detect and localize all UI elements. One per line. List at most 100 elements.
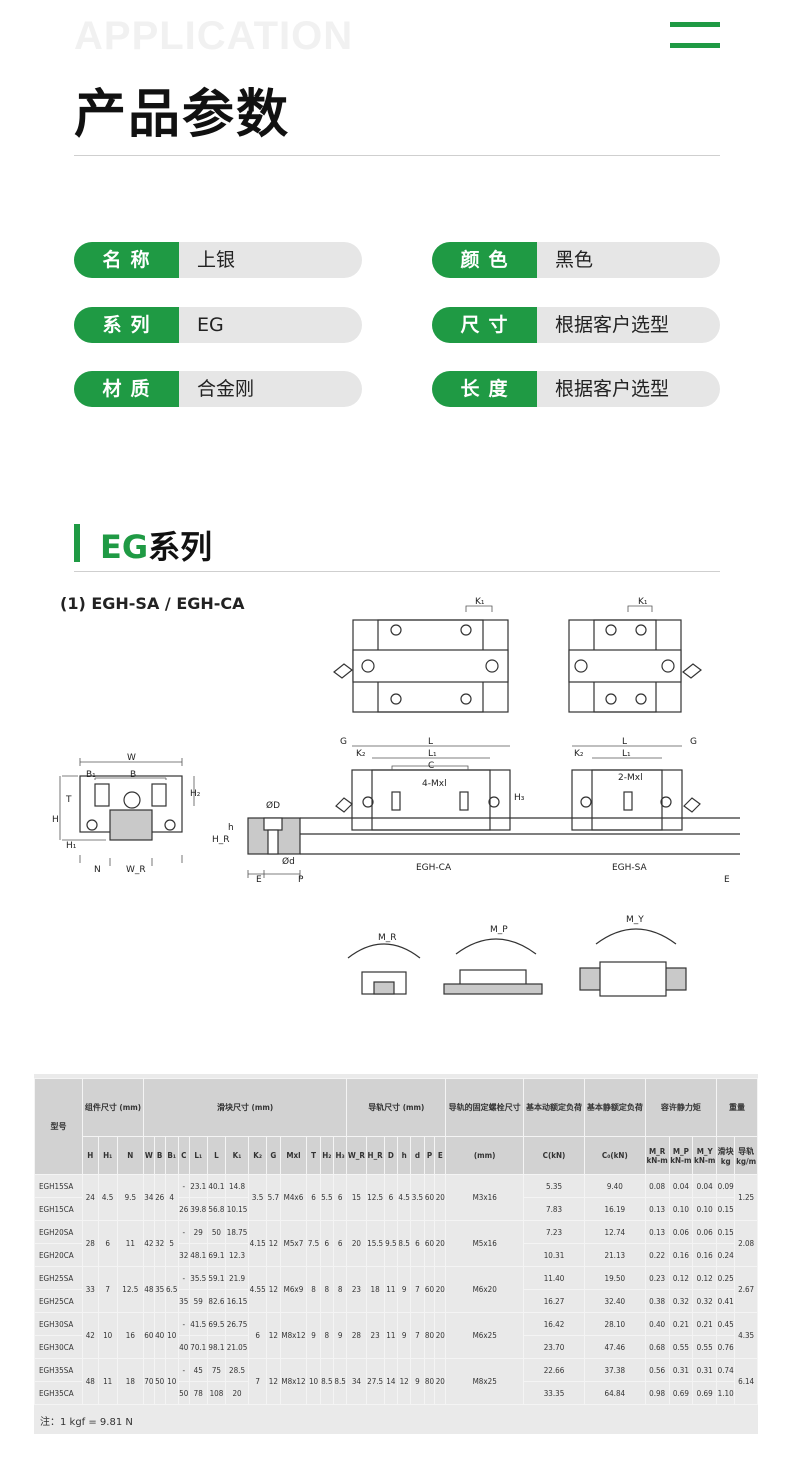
end-view: W B B₁ T H H₁ H₂ N W_R	[52, 753, 201, 875]
table-cell: 6	[332, 1174, 348, 1221]
col-head: K₂	[248, 1136, 268, 1175]
dim-k1: K₁	[638, 597, 648, 607]
table-cell: 9.5	[383, 1220, 399, 1267]
table-cell: 14.8	[225, 1174, 250, 1198]
table-cell: 7	[410, 1266, 425, 1313]
table-cell: 8.5	[396, 1220, 412, 1267]
col-head-stat: C₀(kN)	[583, 1136, 646, 1175]
table-cell: -	[177, 1220, 190, 1244]
table-cell: 6	[97, 1220, 118, 1267]
table-cell: 19.50	[583, 1266, 646, 1290]
table-cell: M4x6	[279, 1174, 308, 1221]
table-cell: 0.32	[668, 1289, 694, 1313]
table-cell: 21.9	[225, 1266, 250, 1290]
table-cell: 70.1	[188, 1335, 208, 1359]
rail-section: ØD H_R h Ød E P E	[212, 800, 740, 885]
col-head: T	[306, 1136, 321, 1175]
table-cell: 10	[164, 1312, 179, 1359]
spec-key: 颜色	[432, 242, 537, 278]
table-cell: 24	[82, 1174, 99, 1221]
table-cell: 15	[346, 1174, 367, 1221]
dim-e: E	[256, 875, 262, 885]
divider	[74, 571, 720, 572]
table-cell: 59	[188, 1289, 208, 1313]
table-cell: 4.5	[97, 1174, 118, 1221]
table-cell: -	[177, 1266, 190, 1290]
spec-length: 长度 根据客户选型	[432, 371, 720, 407]
moment-my: M_Y	[579, 915, 687, 997]
dim-2mxl: 2-Mxl	[618, 773, 643, 783]
table-cell: 23.70	[523, 1335, 585, 1359]
table-cell: 26	[177, 1197, 190, 1221]
table-cell: 50	[206, 1220, 227, 1244]
table-cell: 10	[306, 1358, 321, 1405]
head-dyn: 基本动额定负荷	[523, 1078, 585, 1137]
table-cell: 0.31	[692, 1358, 718, 1382]
col-head-weight: 滑块 kg	[716, 1136, 736, 1175]
table-cell: 6.5	[164, 1266, 179, 1313]
dim-od: ØD	[266, 800, 280, 811]
spec-color: 颜色 黑色	[432, 242, 720, 278]
col-head: C	[177, 1136, 190, 1175]
table-cell: 39.8	[188, 1197, 208, 1221]
spec-value: EG	[197, 314, 224, 336]
col-head-moment: M_P kN-m	[668, 1136, 694, 1175]
table-cell: 28.10	[583, 1312, 646, 1336]
dim-e: E	[724, 875, 730, 885]
table-cell: 7	[410, 1312, 425, 1359]
table-cell: 56.8	[206, 1197, 227, 1221]
dim-c: C	[428, 761, 434, 771]
table-cell: M8x25	[445, 1358, 525, 1405]
table-cell: 7.5	[306, 1220, 321, 1267]
table-cell: 12.5	[365, 1174, 385, 1221]
table-cell: 0.12	[668, 1266, 694, 1290]
dim-4mxl: 4-Mxl	[422, 779, 447, 789]
col-head-dyn: C(kN)	[523, 1136, 585, 1175]
table-cell: 80	[423, 1312, 436, 1359]
table-cell: 70	[142, 1358, 155, 1405]
table-cell: 8	[319, 1312, 334, 1359]
table-cell: M6x9	[279, 1266, 308, 1313]
col-head: K₁	[225, 1136, 250, 1175]
table-cell: 40	[153, 1312, 166, 1359]
table-cell: 0.76	[716, 1335, 736, 1359]
spec-value: 上银	[197, 249, 236, 271]
table-cell: 0.04	[668, 1174, 694, 1198]
table-cell: 4	[164, 1174, 179, 1221]
menu-icon[interactable]	[670, 22, 720, 50]
table-cell: 20	[434, 1266, 447, 1313]
dim-n: N	[94, 865, 101, 875]
table-cell: 0.25	[716, 1266, 736, 1290]
table-cell: 0.13	[644, 1197, 670, 1221]
table-cell: 6	[383, 1174, 399, 1221]
table-cell: 32	[177, 1243, 190, 1267]
table-cell: 29	[188, 1220, 208, 1244]
top-view-sa: K₁	[568, 597, 702, 713]
table-cell: 0.04	[692, 1174, 718, 1198]
table-cell: 8.5	[319, 1358, 334, 1405]
table-cell: 5.35	[523, 1174, 585, 1198]
table-cell: 16.15	[225, 1289, 250, 1313]
section-title-rest: 系列	[148, 528, 213, 566]
table-cell: 98.1	[206, 1335, 227, 1359]
table-cell: 21.13	[583, 1243, 646, 1267]
table-cell: 18.75	[225, 1220, 250, 1244]
table-cell: 9	[306, 1312, 321, 1359]
col-head-moment: M_Y kN-m	[692, 1136, 718, 1175]
table-cell: 6	[410, 1220, 425, 1267]
table-cell: -	[177, 1312, 190, 1336]
table-cell: 18	[116, 1358, 144, 1405]
table-cell: 108	[206, 1381, 227, 1405]
dim-k1: K₁	[475, 597, 485, 607]
table-cell: 9.40	[583, 1174, 646, 1198]
section-accent-bar	[74, 524, 80, 562]
table-cell: 23	[365, 1312, 385, 1359]
spec-table: 型号 组件尺寸 (mm) 滑块尺寸 (mm) 导轨尺寸 (mm) 导轨的固定螺栓…	[34, 1078, 758, 1405]
table-cell: 8	[332, 1266, 348, 1313]
col-head-moment: M_R kN-m	[644, 1136, 670, 1175]
table-cell: 12	[266, 1358, 281, 1405]
